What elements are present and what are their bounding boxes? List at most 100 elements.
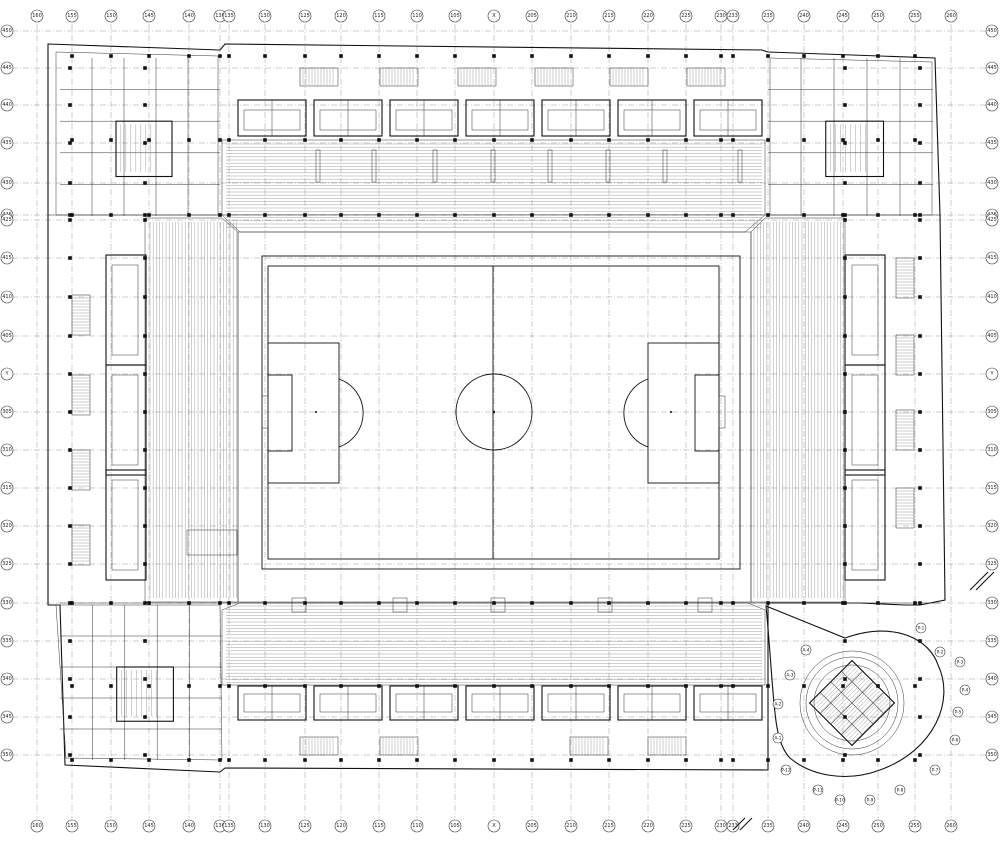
column <box>918 410 922 414</box>
grid-bubbles: 1601601551551501501451451401401361361351… <box>0 9 999 833</box>
column <box>147 213 151 217</box>
grid-label-top: 230 <box>716 13 726 19</box>
grid-label-left: 425 <box>2 217 12 223</box>
grid-label-bottom: 233 <box>728 823 738 829</box>
grid-label-left: 310 <box>2 447 12 453</box>
column <box>263 138 267 142</box>
column <box>918 66 922 70</box>
column <box>719 213 723 217</box>
column <box>187 601 191 605</box>
column <box>843 448 847 452</box>
grid-bubble-bottom: 225 <box>679 819 693 833</box>
column <box>453 601 457 605</box>
stair-tower-core <box>808 659 896 747</box>
grid-label-top: 155 <box>67 13 77 19</box>
column <box>109 601 113 605</box>
column <box>646 54 650 58</box>
grid-label-top: 110 <box>412 13 422 19</box>
grid-label-right: 330 <box>987 600 997 606</box>
column <box>70 138 74 142</box>
grid-bubble-top: 250 <box>871 9 885 23</box>
column <box>263 684 267 688</box>
grid-label-top: 233 <box>728 13 738 19</box>
column <box>876 213 880 217</box>
grid-bubble-top: 230 <box>714 9 728 23</box>
column <box>187 758 191 762</box>
stair-flight <box>71 449 91 491</box>
column <box>843 486 847 490</box>
column <box>530 54 534 58</box>
column <box>492 54 496 58</box>
grid-bubble-bottom: 115 <box>372 819 386 833</box>
stair-tower-tag-label: P-4 <box>962 688 969 693</box>
column <box>913 54 917 58</box>
grid-bubble-left: 430 <box>0 176 14 190</box>
stair-tower-tag-label: P-3 <box>957 660 964 665</box>
grid-label-right: 440 <box>987 102 997 108</box>
column <box>684 54 688 58</box>
grid-bubble-left: 445 <box>0 61 14 75</box>
column <box>143 141 147 145</box>
column <box>68 103 72 107</box>
stair-flight <box>895 257 915 299</box>
grid-label-bottom: 220 <box>643 823 653 829</box>
grid-bubble-left: 415 <box>0 251 14 265</box>
grid-label-top: 205 <box>527 13 537 19</box>
structural-columns <box>68 54 922 762</box>
stair-tower-tag-label: P-10 <box>835 798 845 803</box>
grid-label-bottom: 225 <box>681 823 691 829</box>
column <box>841 138 845 142</box>
stair-flight <box>71 374 91 416</box>
grid-bubble-bottom: 240 <box>797 819 811 833</box>
grid-label-top: 160 <box>32 13 42 19</box>
stair-flight <box>379 736 419 756</box>
stair-flight <box>895 409 915 451</box>
grid-label-top: 130 <box>260 13 270 19</box>
column <box>766 601 770 605</box>
stair-flight <box>895 487 915 529</box>
grid-bubble-bottom: 110 <box>410 819 424 833</box>
grid-bubble-left: 305 <box>0 405 14 419</box>
column <box>68 372 72 376</box>
east-concourse-rooms <box>844 254 915 581</box>
column <box>227 758 231 762</box>
stair-flight <box>895 334 915 376</box>
column <box>227 684 231 688</box>
column <box>143 103 147 107</box>
stair-tower-tag-label: A-2 <box>775 702 782 707</box>
column <box>684 601 688 605</box>
column <box>918 103 922 107</box>
grid-label-bottom: 260 <box>946 823 956 829</box>
grid-bubble-top: 245 <box>836 9 850 23</box>
column <box>303 601 307 605</box>
grid-bubble-top: 135 <box>222 9 236 23</box>
stair-tower-tag: P-11 <box>812 784 824 796</box>
column <box>918 524 922 528</box>
grid-label-right: 315 <box>987 485 997 491</box>
stair-tower-tag: A-3 <box>784 669 796 681</box>
column <box>918 256 922 260</box>
column <box>913 213 917 217</box>
grid-bubble-left: Y <box>0 367 14 381</box>
grid-bubble-top: 130 <box>258 9 272 23</box>
column <box>227 138 231 142</box>
column <box>143 677 147 681</box>
grid-label-right: 405 <box>987 333 997 339</box>
column <box>109 684 113 688</box>
stair-tower-tag: P-7 <box>929 764 941 776</box>
stair-flight <box>647 736 687 756</box>
grid-bubble-right: 320 <box>985 519 999 533</box>
stair-flight <box>457 67 497 87</box>
column <box>843 524 847 528</box>
column <box>843 295 847 299</box>
column <box>841 684 845 688</box>
column <box>187 684 191 688</box>
grid-bubble-bottom: 255 <box>908 819 922 833</box>
grid-label-top: 105 <box>450 13 460 19</box>
column <box>68 677 72 681</box>
grid-label-top: 235 <box>763 13 773 19</box>
column <box>843 181 847 185</box>
column <box>70 601 74 605</box>
stair-tower: P-1P-2P-3P-4P-5P-6P-7P-8P-9P-10P-11P-12A… <box>765 605 971 806</box>
grid-bubble-right: 345 <box>985 710 999 724</box>
